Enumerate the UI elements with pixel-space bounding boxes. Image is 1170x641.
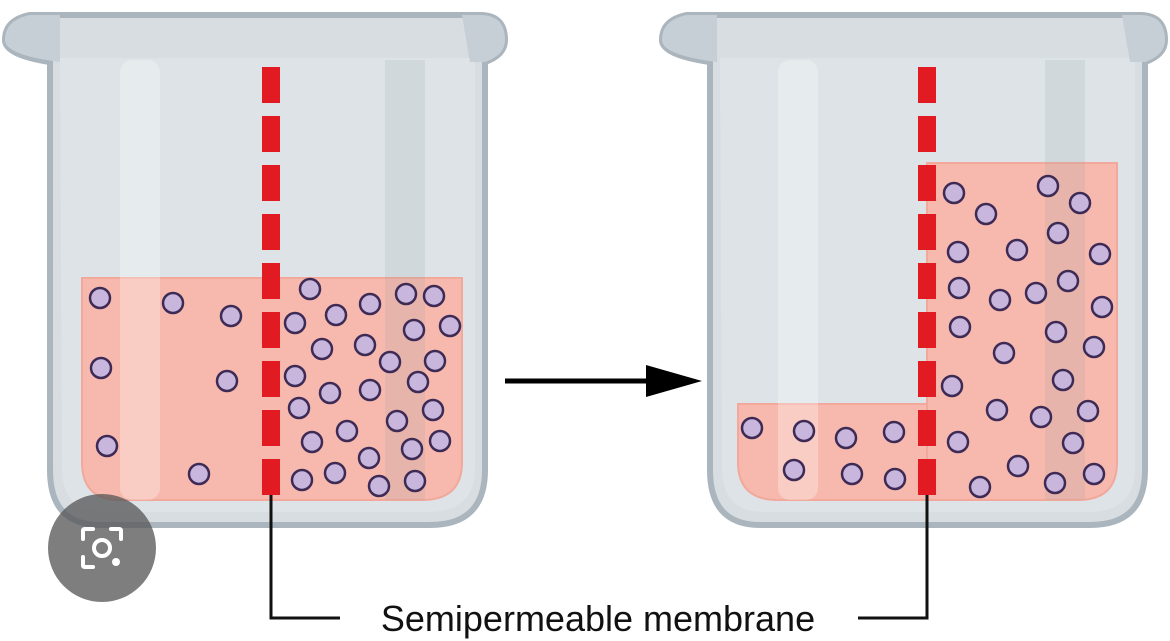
membrane-label: Semipermeable membrane [381,598,815,639]
particle [942,181,966,205]
particle [215,369,239,393]
beaker-after-particles [740,174,1114,499]
particle [946,240,970,264]
particle [438,314,462,338]
particle [985,398,1009,422]
particle [378,350,402,374]
particle [283,364,307,388]
particle [1061,431,1085,455]
particle [1090,295,1114,319]
beaker-after-spout [662,15,717,62]
particle [394,282,418,306]
beaker-before-highlight [120,60,160,500]
particle [1036,174,1060,198]
particle [324,303,348,327]
beaker-before-shade [385,60,425,500]
particle [310,337,334,361]
beaker-before-membrane [262,67,280,495]
particle [358,378,382,402]
particle [988,288,1012,312]
beaker-before-particles [88,277,462,498]
particle [1088,242,1112,266]
particle [792,419,816,443]
particle [782,458,806,482]
particle [428,429,452,453]
particle [406,370,430,394]
beaker-after-membrane [918,67,936,495]
particle [89,356,113,380]
particle [947,276,971,300]
particle [300,430,324,454]
particle [402,318,426,342]
image-search-button[interactable] [48,494,156,602]
particle [357,446,381,470]
particle [940,374,964,398]
beaker-before [1,12,509,528]
particle [946,430,970,454]
particle [974,202,998,226]
particle [358,292,382,316]
particle [1068,191,1092,215]
particle [834,426,858,450]
particle [1043,471,1067,495]
particle [882,420,906,444]
particle [948,315,972,339]
particle [187,462,211,486]
particle [423,349,447,373]
particle [1082,462,1106,486]
particle [1051,368,1075,392]
particle [367,474,391,498]
particle [1076,399,1100,423]
beaker-after-solution-right [926,162,1118,501]
particle [290,468,314,492]
membrane-label-leaders [269,495,929,620]
beaker-after-rim-right [1122,15,1165,62]
particle [1082,335,1106,359]
particle [1005,238,1029,262]
beaker-before-rim-right [462,15,505,62]
particle [287,396,311,420]
particle [219,304,243,328]
particle [422,284,446,308]
particle [1056,269,1080,293]
particle [323,461,347,485]
particle [335,419,359,443]
particle [353,333,377,357]
right-arrow-icon [505,365,702,397]
particle [421,398,445,422]
image-search-icon [81,527,123,569]
particle [298,277,322,301]
particle [283,311,307,335]
beaker-before-spout [5,15,60,62]
particle [840,462,864,486]
particle [1006,454,1030,478]
particle [403,469,427,493]
particle [88,286,112,310]
particle [95,434,119,458]
particle [968,475,992,499]
particle [740,416,764,440]
particle [318,381,342,405]
particle [992,341,1016,365]
particle [400,437,424,461]
particle [161,291,185,315]
particle [1024,281,1048,305]
particle [385,409,409,433]
beaker-after [658,12,1169,528]
particle [1029,405,1053,429]
particle [883,467,907,491]
particle [1044,320,1068,344]
beaker-after-highlight [778,60,818,500]
particle [1046,221,1070,245]
